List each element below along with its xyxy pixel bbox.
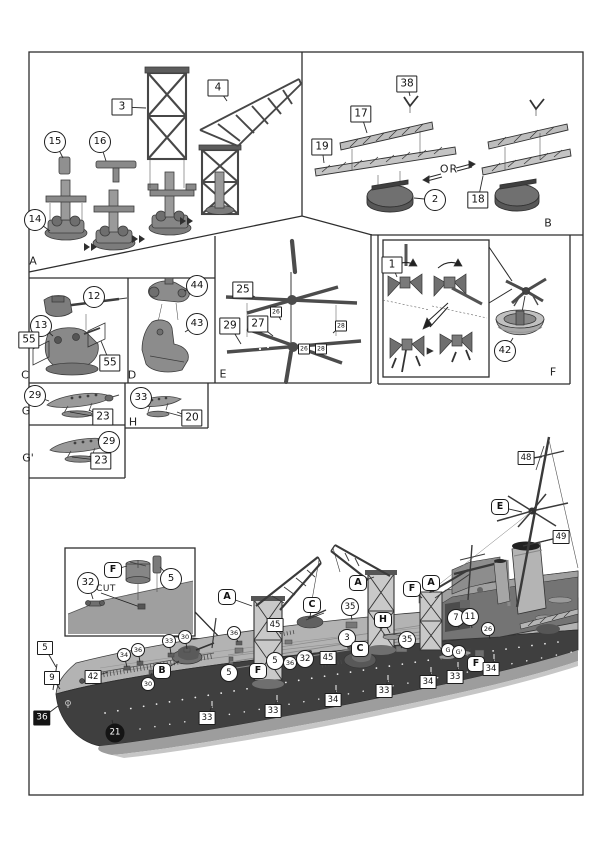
callout-30: 30 (141, 677, 155, 691)
callout-33: 33 (162, 634, 176, 648)
callout-2: 2 (424, 189, 446, 211)
panel-label-C: C (21, 368, 29, 382)
callout-45: 45 (319, 651, 337, 665)
callout-34: 34 (419, 675, 437, 689)
callout-55: 55 (18, 331, 40, 349)
callout-14: 14 (24, 209, 46, 231)
callout-5: 5 (160, 568, 182, 590)
callout-F: F (249, 663, 267, 679)
panel-label-E: E (219, 367, 227, 381)
callout-F: F (104, 562, 122, 578)
callout-33: 33 (446, 670, 464, 684)
callout-5: 5 (37, 641, 53, 655)
callout-33: 33 (375, 684, 393, 698)
panel-label-F: F (549, 365, 557, 379)
callout-A: A (422, 575, 440, 591)
panel-label-B: B (544, 216, 552, 230)
callout-49: 49 (552, 530, 570, 544)
callout-H: H (374, 612, 392, 628)
callout-B: B (153, 663, 171, 679)
callout-5: 5 (266, 652, 284, 670)
panel-b-catapults (314, 95, 572, 213)
panel-label-D: D (127, 368, 137, 382)
callout-A: A (218, 589, 236, 605)
callout-1: 1 (381, 256, 403, 274)
panel-label-H: H (128, 415, 138, 429)
callout-21: 21 (105, 723, 125, 743)
callout-16: 16 (89, 131, 111, 153)
callout-18: 18 (467, 191, 489, 209)
callout-29: 29 (98, 431, 120, 453)
callout-43: 43 (186, 313, 208, 335)
callout-33: 33 (198, 711, 216, 725)
callout-35: 35 (398, 631, 416, 649)
callout-G': G' (452, 645, 466, 659)
callout-29: 29 (24, 385, 46, 407)
callout-3: 3 (111, 98, 133, 116)
callout-4: 4 (207, 79, 229, 97)
callout-26: 26 (270, 306, 282, 318)
callout-23: 23 (92, 408, 114, 426)
callout-44: 44 (186, 275, 208, 297)
callout-E: E (491, 499, 509, 515)
callout-32: 32 (77, 572, 99, 594)
callout-29: 29 (219, 317, 241, 335)
inset-deck-detail (67, 555, 194, 634)
cut-label: CUT (96, 584, 116, 594)
panel-f-folding (382, 244, 547, 373)
callout-25: 25 (232, 281, 254, 299)
panel-c-gun (32, 295, 128, 376)
callout-34: 34 (482, 662, 500, 676)
callout-32: 32 (296, 650, 314, 668)
panel-d-fittings (141, 277, 190, 373)
panel-label-G2: G' (22, 451, 34, 465)
callout-26: 26 (298, 343, 310, 355)
callout-9: 9 (44, 671, 60, 685)
panel-borders (28, 51, 584, 796)
callout-A: A (349, 575, 367, 591)
panel-label-G: G (21, 404, 31, 418)
or-label: OR (439, 162, 459, 176)
callout-23: 23 (90, 452, 112, 470)
panel-label-A: A (29, 254, 37, 268)
callout-42: 42 (494, 340, 516, 362)
callout-19: 19 (311, 138, 333, 156)
callout-28: 28 (315, 343, 327, 355)
callout-C: C (303, 597, 321, 613)
callout-12: 12 (83, 286, 105, 308)
callout-45: 45 (266, 618, 284, 632)
callout-36: 36 (33, 710, 51, 726)
callout-20: 20 (181, 409, 203, 427)
callout-34: 34 (117, 648, 131, 662)
callout-33: 33 (130, 387, 152, 409)
callout-F: F (403, 581, 421, 597)
callout-55: 55 (99, 354, 121, 372)
callout-34: 34 (324, 693, 342, 707)
callout-36: 36 (227, 626, 241, 640)
callout-30: 30 (178, 630, 192, 644)
callout-33: 33 (264, 704, 282, 718)
callout-36: 36 (283, 656, 297, 670)
callout-48: 48 (517, 451, 535, 465)
panel-a-crane-steps (44, 66, 302, 251)
callout-C: C (351, 641, 369, 657)
callout-36: 36 (131, 643, 145, 657)
callout-28: 28 (335, 320, 347, 332)
callout-42: 42 (84, 670, 102, 684)
callout-26: 26 (481, 622, 495, 636)
callout-38: 38 (396, 75, 418, 93)
callout-11: 11 (461, 608, 479, 626)
panel-e-rotors (225, 238, 362, 384)
callout-27: 27 (247, 315, 269, 333)
callout-17: 17 (350, 105, 372, 123)
callout-5: 5 (220, 664, 238, 682)
callout-15: 15 (44, 131, 66, 153)
callout-35: 35 (341, 598, 359, 616)
